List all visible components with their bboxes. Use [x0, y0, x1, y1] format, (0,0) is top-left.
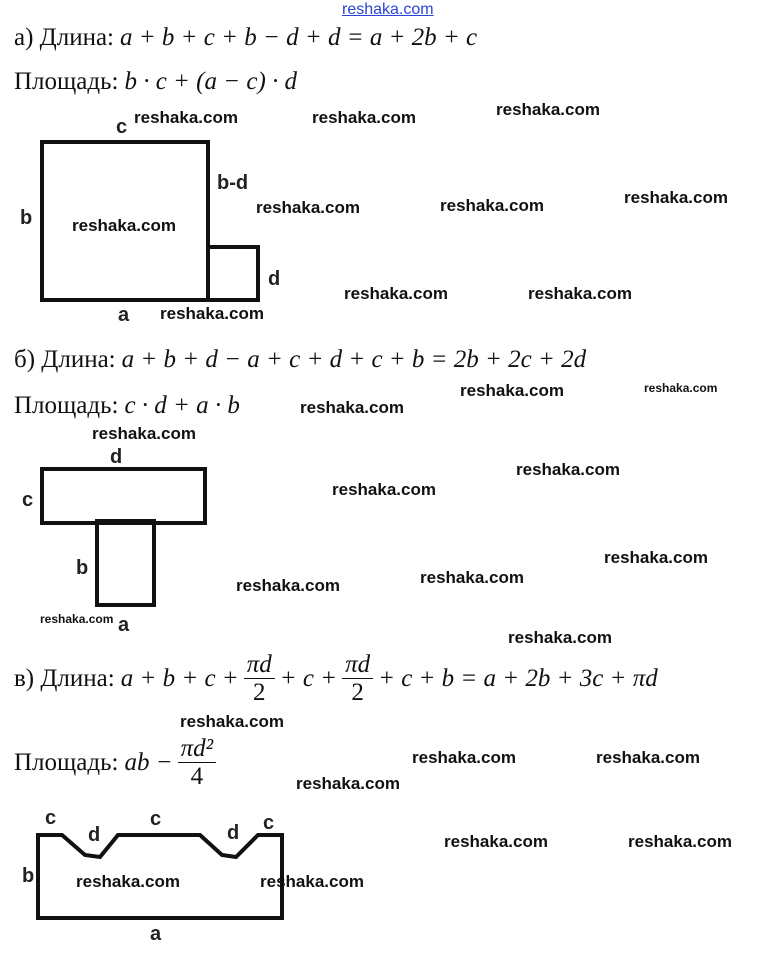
area-formula: c · d + a · b	[124, 392, 240, 419]
watermark: reshaka.com	[160, 304, 264, 323]
watermark: reshaka.com	[296, 774, 400, 793]
watermark: reshaka.com	[516, 460, 620, 479]
diagram-a-small-rect	[206, 245, 260, 302]
watermark: reshaka.com	[496, 100, 600, 119]
watermark: reshaka.com	[300, 398, 404, 417]
length-formula-start: a + b + c +	[120, 665, 239, 693]
diagram-label: d	[88, 824, 101, 846]
diagram-label: d	[268, 268, 281, 290]
diagram-label: c	[22, 489, 34, 511]
watermark: reshaka.com	[312, 108, 416, 127]
watermark: reshaka.com	[644, 381, 718, 395]
area-formula: b · c + (a − c) · d	[124, 68, 298, 95]
diagram-label: b	[20, 207, 33, 229]
denominator: 2	[351, 679, 364, 707]
length-formula-mid: + c +	[279, 665, 338, 693]
length-label: а) Длина:	[14, 24, 114, 51]
diagram-b-top-rect	[40, 467, 207, 525]
watermark: reshaka.com	[332, 480, 436, 499]
area-label: Площадь:	[14, 749, 119, 777]
part-a-length: а) Длина: a + b + c + b − d + d = a + 2b…	[14, 24, 477, 52]
watermark: reshaka.com	[604, 548, 708, 567]
watermark: reshaka.com	[444, 832, 548, 851]
diagram-c-shape	[36, 833, 284, 920]
numerator: πd	[243, 651, 275, 680]
diagram-b-stem-rect	[95, 519, 156, 607]
diagram-label: b	[76, 557, 89, 579]
length-formula: a + b + d − a + c + d + c + b = 2b + 2c …	[121, 346, 587, 373]
watermark: reshaka.com	[180, 712, 284, 731]
length-formula: a + b + c + b − d + d = a + 2b + c	[120, 24, 478, 51]
length-formula-end: + c + b = a + 2b + 3c + πd	[378, 665, 658, 693]
watermark: reshaka.com	[420, 568, 524, 587]
numerator: πd	[342, 651, 374, 680]
part-b-length: б) Длина: a + b + d − a + c + d + c + b …	[14, 346, 586, 374]
diagram-label: c	[45, 807, 57, 829]
diagram-label: b-d	[217, 172, 249, 194]
diagram-label: c	[263, 812, 275, 834]
watermark: reshaka.com	[40, 612, 114, 626]
watermark: reshaka.com	[92, 424, 196, 443]
denominator: 4	[190, 763, 204, 791]
diagram-label: a	[118, 614, 130, 636]
watermark: reshaka.com	[440, 196, 544, 215]
watermark: reshaka.com	[508, 628, 612, 647]
watermark: reshaka.com	[134, 108, 238, 127]
site-watermark-link[interactable]: reshaka.com	[342, 1, 434, 18]
numerator: πd²	[177, 735, 217, 764]
watermark: reshaka.com	[624, 188, 728, 207]
diagram-a-large-rect	[40, 140, 210, 302]
length-label: б) Длина:	[14, 346, 116, 373]
watermark: reshaka.com	[460, 381, 564, 400]
watermark: reshaka.com	[76, 872, 180, 891]
watermark: reshaka.com	[528, 284, 632, 303]
watermark: reshaka.com	[628, 832, 732, 851]
watermark: reshaka.com	[412, 748, 516, 767]
diagram-label: d	[227, 822, 240, 844]
area-label: Площадь:	[14, 392, 119, 419]
area-formula-start: ab −	[124, 749, 173, 777]
diagram-label: b	[22, 865, 35, 887]
diagram-label: a	[150, 923, 162, 945]
diagram-label: c	[116, 116, 128, 138]
diagram-label: d	[110, 446, 123, 468]
watermark: reshaka.com	[236, 576, 340, 595]
part-a-area: Площадь: b · c + (a − c) · d	[14, 68, 297, 96]
length-label: в) Длина:	[14, 665, 115, 693]
area-label: Площадь:	[14, 68, 119, 95]
part-b-area: Площадь: c · d + a · b	[14, 392, 240, 420]
watermark: reshaka.com	[344, 284, 448, 303]
watermark: reshaka.com	[596, 748, 700, 767]
watermark: reshaka.com	[72, 216, 176, 235]
watermark: reshaka.com	[260, 872, 364, 891]
diagram-label: c	[150, 808, 162, 830]
denominator: 2	[252, 679, 266, 707]
watermark: reshaka.com	[256, 198, 360, 217]
diagram-label: a	[118, 304, 130, 326]
